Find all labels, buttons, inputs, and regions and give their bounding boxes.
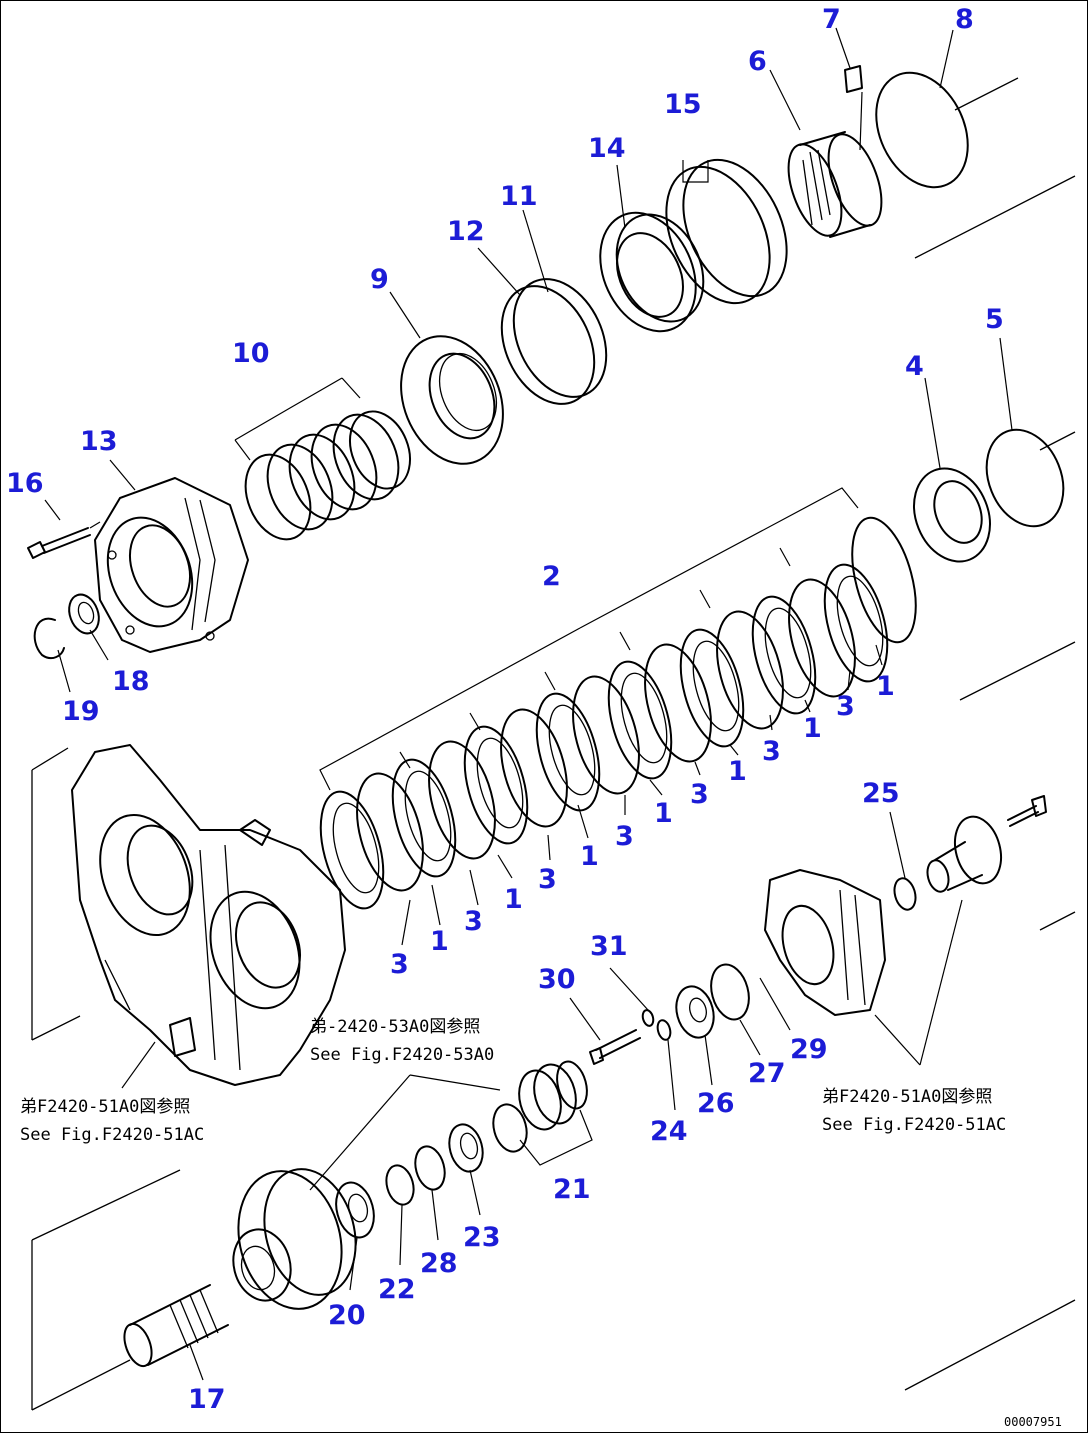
carrier-6 — [787, 131, 883, 238]
pin-7 — [844, 65, 863, 93]
callout-1-b: 1 — [803, 713, 822, 744]
plate-9 — [400, 335, 504, 465]
shaft-17 — [123, 1284, 229, 1368]
drawing-code: 00007951 — [1004, 1415, 1062, 1429]
callout-3-c: 3 — [690, 779, 709, 810]
ring-28 — [414, 1145, 446, 1191]
plate-4 — [913, 467, 991, 563]
snap-ring-8 — [875, 71, 969, 189]
callout-23: 23 — [463, 1222, 501, 1253]
callout-10: 10 — [232, 338, 270, 369]
callout-30: 30 — [538, 964, 576, 995]
gear-hub — [232, 1168, 357, 1310]
callout-4: 4 — [905, 351, 924, 382]
right-reference-en: See Fig.F2420-51AC — [822, 1115, 1006, 1135]
callout-27: 27 — [748, 1058, 786, 1089]
output-flange — [926, 795, 1047, 893]
ring-18 — [68, 593, 100, 635]
center-reference-en: See Fig.F2420-53A0 — [310, 1045, 494, 1065]
snap-ring-22 — [385, 1164, 415, 1206]
callout-1-c: 1 — [728, 756, 747, 787]
output-housing — [764, 869, 886, 1016]
right-reference-jp: 弟F2420-51A0図参照 — [822, 1087, 992, 1107]
left-reference-jp: 弟F2420-51A0図参照 — [20, 1097, 190, 1117]
callout-29: 29 — [790, 1034, 828, 1065]
callout-2: 2 — [542, 561, 561, 592]
callout-12: 12 — [447, 216, 485, 247]
callout-6: 6 — [748, 46, 767, 77]
callout-1-d: 1 — [654, 798, 673, 829]
callout-7: 7 — [822, 4, 841, 35]
bolt-16 — [27, 521, 101, 559]
callout-20: 20 — [328, 1300, 366, 1331]
callout-28: 28 — [420, 1248, 458, 1279]
callout-8: 8 — [955, 4, 974, 35]
callout-1-e: 1 — [580, 841, 599, 872]
callout-3-d: 3 — [615, 821, 634, 852]
callout-3-f: 3 — [464, 906, 483, 937]
callout-16: 16 — [6, 468, 44, 499]
callout-26: 26 — [697, 1088, 735, 1119]
bolt-30 — [589, 1029, 641, 1065]
callout-3-e: 3 — [538, 864, 557, 895]
piston-14 — [599, 211, 705, 333]
figure-references: 弟-2420-53A0図参照 See Fig.F2420-53A0 弟F2420… — [20, 1017, 1006, 1145]
o-ring-27 — [710, 963, 750, 1021]
callout-17: 17 — [188, 1384, 226, 1415]
bearing-23 — [448, 1123, 484, 1173]
clutch-pack-2 — [319, 516, 917, 910]
callout-31: 31 — [590, 931, 628, 962]
transmission-case — [71, 744, 346, 1086]
callout-3-a: 3 — [836, 691, 855, 722]
callout-5: 5 — [985, 304, 1004, 335]
callout-1-g: 1 — [430, 926, 449, 957]
o-ring-25 — [893, 877, 917, 911]
ring-24 — [656, 1019, 672, 1041]
seal-rings-15 — [665, 158, 788, 305]
callout-3-g: 3 — [390, 949, 409, 980]
center-reference-jp: 弟-2420-53A0図参照 — [310, 1017, 480, 1037]
callout-3-b: 3 — [762, 736, 781, 767]
housing-13 — [94, 477, 249, 653]
callout-numbers: 7 8 6 15 14 11 12 9 10 5 4 13 16 2 18 19… — [6, 4, 1004, 1415]
callout-19: 19 — [62, 696, 100, 727]
rings-11-12 — [500, 278, 608, 405]
callout-21: 21 — [553, 1174, 591, 1205]
callout-1-a: 1 — [876, 671, 895, 702]
callout-25: 25 — [862, 778, 900, 809]
axis-lines — [31, 77, 1076, 1411]
gear-26 — [675, 985, 715, 1039]
snap-ring-19 — [33, 617, 65, 659]
callout-1-f: 1 — [504, 884, 523, 915]
bearing-21 — [492, 1060, 588, 1153]
callout-24: 24 — [650, 1116, 688, 1147]
callout-13: 13 — [80, 426, 118, 457]
callout-15: 15 — [664, 89, 702, 120]
left-reference-en: See Fig.F2420-51AC — [20, 1125, 204, 1145]
callout-22: 22 — [378, 1274, 416, 1305]
snap-ring-5 — [985, 428, 1065, 528]
callout-14: 14 — [588, 133, 626, 164]
callout-9: 9 — [370, 264, 389, 295]
callout-11: 11 — [500, 181, 538, 212]
ring-31 — [641, 1009, 655, 1027]
leader-lines — [44, 27, 1013, 1381]
spring-10 — [244, 410, 411, 541]
callout-18: 18 — [112, 666, 150, 697]
